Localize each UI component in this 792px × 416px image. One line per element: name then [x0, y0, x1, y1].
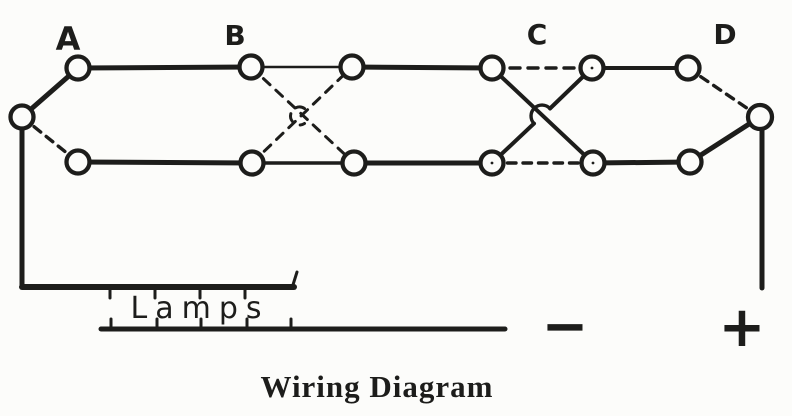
wire-cross-c-descending: [490, 66, 595, 165]
wire-top-to-right-dashed: [686, 66, 762, 119]
wire-top-b2-c1: [349, 64, 495, 71]
wire-hop-b: [289, 105, 306, 127]
terminal-d-top: [674, 54, 702, 82]
terminal-d-bottom: [676, 148, 704, 176]
pinprick-dot: [591, 161, 595, 165]
section-label-b: B: [224, 19, 245, 52]
wire-top-a-b1: [75, 64, 254, 71]
section-label-d: D: [713, 18, 736, 51]
lamps-label: Lamps: [131, 291, 270, 326]
positive-terminal-sign: +: [719, 295, 766, 360]
terminal-a-bottom: [64, 148, 92, 176]
terminal-right-feed: [745, 102, 775, 132]
pinprick-dot: [490, 161, 494, 165]
terminal-b2-top: [338, 53, 366, 81]
pinprick-dot: [590, 66, 594, 70]
section-label-a: A: [56, 20, 81, 58]
terminal-b1-bottom: [238, 149, 266, 177]
wire-bottom-c2-d: [590, 159, 693, 166]
terminal-b1-top: [237, 53, 265, 81]
bottom-row-wires: [75, 159, 693, 166]
top-row-wires: [75, 64, 690, 71]
terminals: [8, 53, 775, 177]
wire-hop-c: [529, 103, 552, 126]
wire-left-to-bottom-dashed: [20, 115, 80, 164]
terminal-a-top: [64, 54, 92, 82]
section-letters: A B C D: [56, 18, 737, 58]
end-diagonal-wires: [19, 65, 763, 165]
section-label-c: C: [527, 18, 548, 51]
crossover-c: [490, 66, 595, 165]
wire-bottom-a-b1: [75, 159, 255, 166]
wire-cross-b-ascending-dashed: [250, 65, 354, 165]
terminal-left-feed: [8, 103, 36, 131]
terminal-b2-bottom: [340, 149, 368, 177]
crossover-b: [249, 65, 356, 165]
terminal-c1-top: [478, 54, 506, 82]
negative-terminal-sign: −: [542, 294, 589, 359]
negative-feed-lead: [19, 126, 299, 290]
lamp-bus-top-end-tick: [290, 270, 299, 290]
lamp-bank: Lamps: [98, 285, 508, 332]
figure-caption: Wiring Diagram: [261, 369, 494, 404]
